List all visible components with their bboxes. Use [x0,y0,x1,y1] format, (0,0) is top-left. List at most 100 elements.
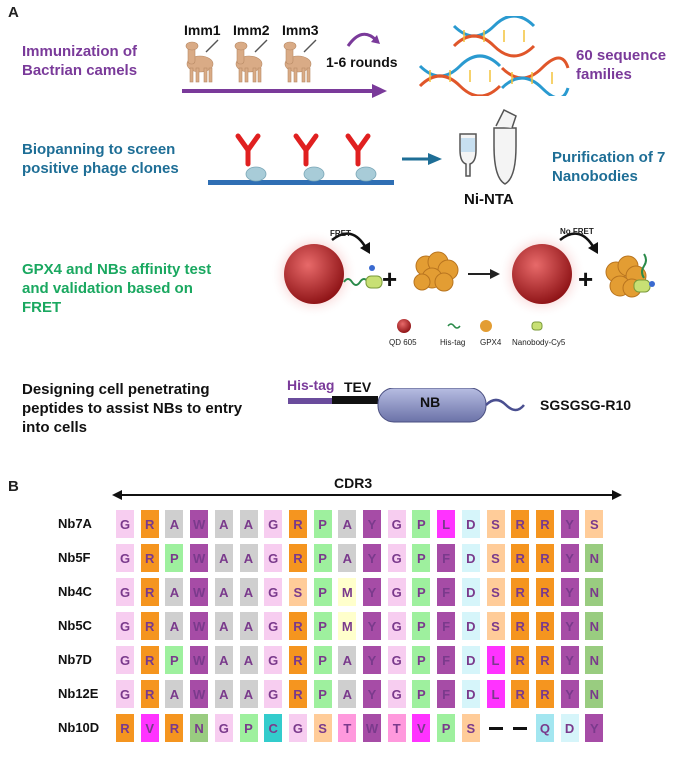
residue-cell: C [264,714,283,742]
step4-title-line3: into cells [22,419,88,436]
legend-nanobody-cy5: Nanobody-Cy5 [512,338,566,347]
dna-helix-icon [418,16,570,96]
imm1-label: Imm1 [184,22,221,38]
svg-text:+: + [382,264,397,294]
fret-arrow [331,232,368,249]
residue-cell: A [239,578,258,606]
residue-cell: G [387,646,406,674]
residue-cell: R [288,544,307,572]
residue-cell: R [535,544,554,572]
step3-title: GPX4 and NBs affinity test and validatio… [22,260,211,317]
legend-icons [397,319,543,333]
residue-cell: Y [560,544,579,572]
residue-cell: S [288,578,307,606]
residue-cell: S [313,714,332,742]
residue-cell: P [165,544,184,572]
step2-title-line1: Biopanning to screen [22,141,176,158]
residue-cell: R [511,646,530,674]
residue-cell: Y [363,612,381,640]
residue-cell: P [239,714,258,742]
residue-cell: G [264,510,283,538]
residue-cell: G [264,612,283,640]
residue-cell: P [165,646,184,674]
panel-b-label: B [8,478,19,495]
residue-cell: R [511,680,530,708]
residue-cell: W [190,680,209,708]
residue-cell: G [288,714,307,742]
residue-cell: D [461,612,480,640]
residue-cell: G [264,544,283,572]
sequence-name: Nb7A [58,516,92,531]
rounds-label: 1-6 rounds [326,54,398,70]
step3-title-line3: FRET [22,299,62,316]
alignment-gap [511,714,530,742]
step4-title: Designing cell penetrating peptides to a… [22,380,242,437]
residue-cell: R [140,646,159,674]
sequence-name: Nb5F [58,550,91,565]
residue-cell: R [116,714,134,742]
phage-panning-illustration [208,133,394,185]
residue-cell: S [486,544,505,572]
legend-qd605: QD 605 [389,338,417,347]
residue-cell: R [511,612,530,640]
residue-cell: R [140,544,159,572]
residue-cell: D [461,680,480,708]
panel-a-label: A [8,4,19,21]
residue-cell: A [239,646,258,674]
gpx4-icon [413,251,459,292]
residue-cell: G [116,646,134,674]
step3-title-line2: and validation based on [22,280,193,297]
residue-cell: Y [560,646,579,674]
step4-title-line1: Designing cell penetrating [22,381,210,398]
residue-cell: P [313,612,332,640]
residue-cell: G [214,714,233,742]
residue-cell: T [387,714,406,742]
tev-label: TEV [344,379,372,395]
residue-cell: D [461,646,480,674]
residue-cell: P [412,510,431,538]
step1-title-line1: Immunization of [22,43,137,60]
residue-cell: D [461,578,480,606]
residue-cell: Y [363,510,381,538]
residue-cell: G [116,510,134,538]
residue-cell: Y [363,646,381,674]
residue-cell: A [214,578,233,606]
tev-bar [332,396,378,404]
ni-nta-column-icon [459,108,517,185]
residue-cell: R [535,578,554,606]
step2-result: Purification of 7 Nanobodies [552,148,665,186]
residue-cell: W [190,612,209,640]
residue-cell: A [239,544,258,572]
residue-cell: G [116,578,134,606]
residue-cell: P [437,714,456,742]
residue-cell: R [140,578,159,606]
construct-diagram [288,388,525,423]
residue-cell: M [338,578,357,606]
residue-cell: D [560,714,579,742]
no-fret-label: No FRET [560,227,594,236]
residue-cell: G [116,544,134,572]
residue-cell: R [140,612,159,640]
residue-cell: N [585,612,604,640]
panning-surface [208,180,394,185]
residue-cell: S [486,578,505,606]
residue-cell: P [412,612,431,640]
residue-cell: A [214,510,233,538]
residue-cell: W [190,646,209,674]
step2-result-line1: Purification of 7 [552,149,666,166]
residue-cell: L [486,646,505,674]
residue-cell: A [165,680,184,708]
residue-cell: P [313,544,332,572]
residue-cell: G [387,612,406,640]
his-tag-label: His-tag [287,377,335,393]
residue-cell: R [511,578,530,606]
residue-cell: R [140,680,159,708]
residue-cell: W [190,510,209,538]
residue-cell: F [437,680,456,708]
tail-label: SGSGSG-R10 [540,397,632,413]
sequence-name: Nb10D [58,720,100,735]
residue-cell: F [437,544,456,572]
residue-cell: R [140,510,159,538]
residue-cell: Y [363,680,381,708]
step2-arrow [402,153,442,165]
